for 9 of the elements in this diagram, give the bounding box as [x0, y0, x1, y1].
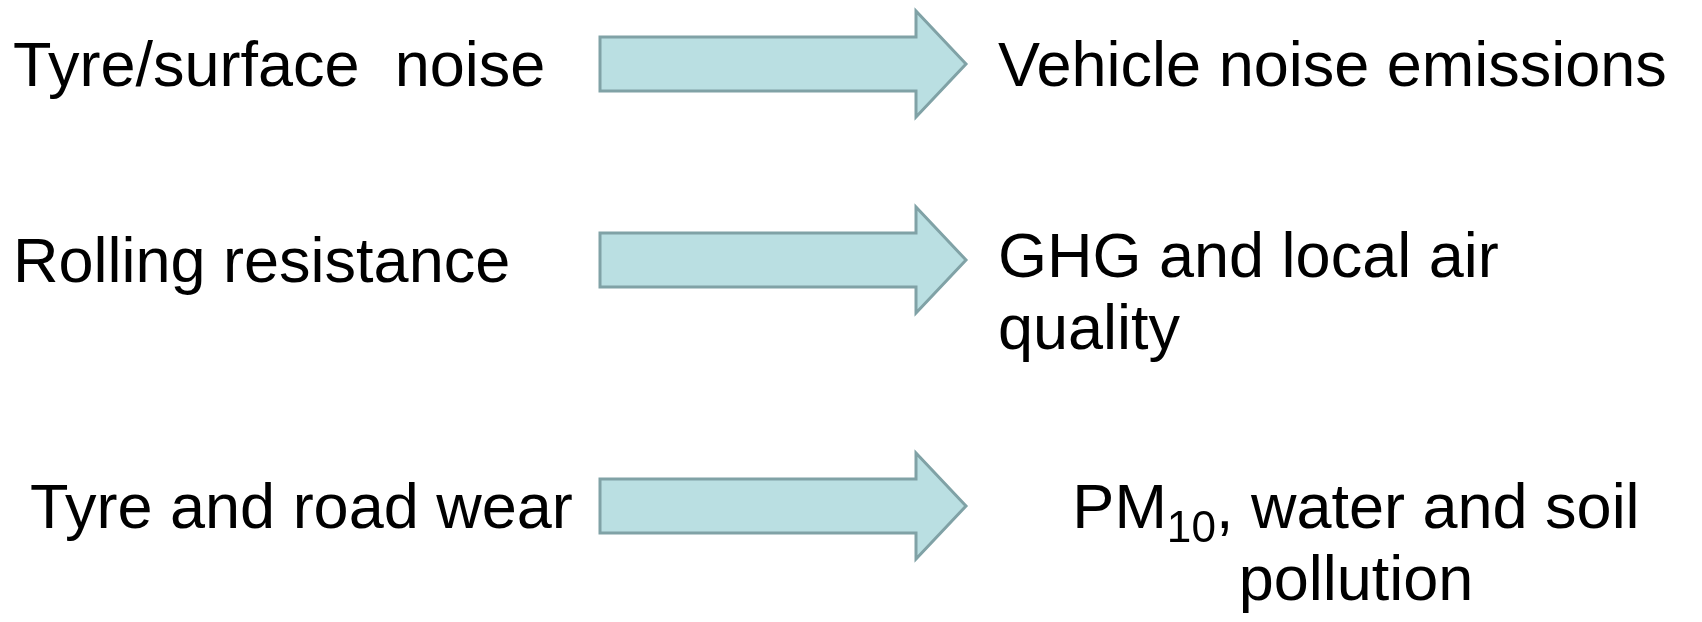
block-arrow [598, 449, 969, 563]
node-label: Tyre and road wear [30, 471, 573, 541]
node-label: Vehicle noise emissions [998, 29, 1667, 99]
node-label: GHG and local air quality [998, 220, 1500, 362]
block-arrow [598, 203, 969, 317]
block-arrow [598, 7, 969, 121]
node-label: PM$_{10}$, water and soil pollution [1072, 471, 1641, 613]
node-label: Tyre/surface noise [13, 29, 546, 99]
node-label: Rolling resistance [13, 225, 511, 295]
